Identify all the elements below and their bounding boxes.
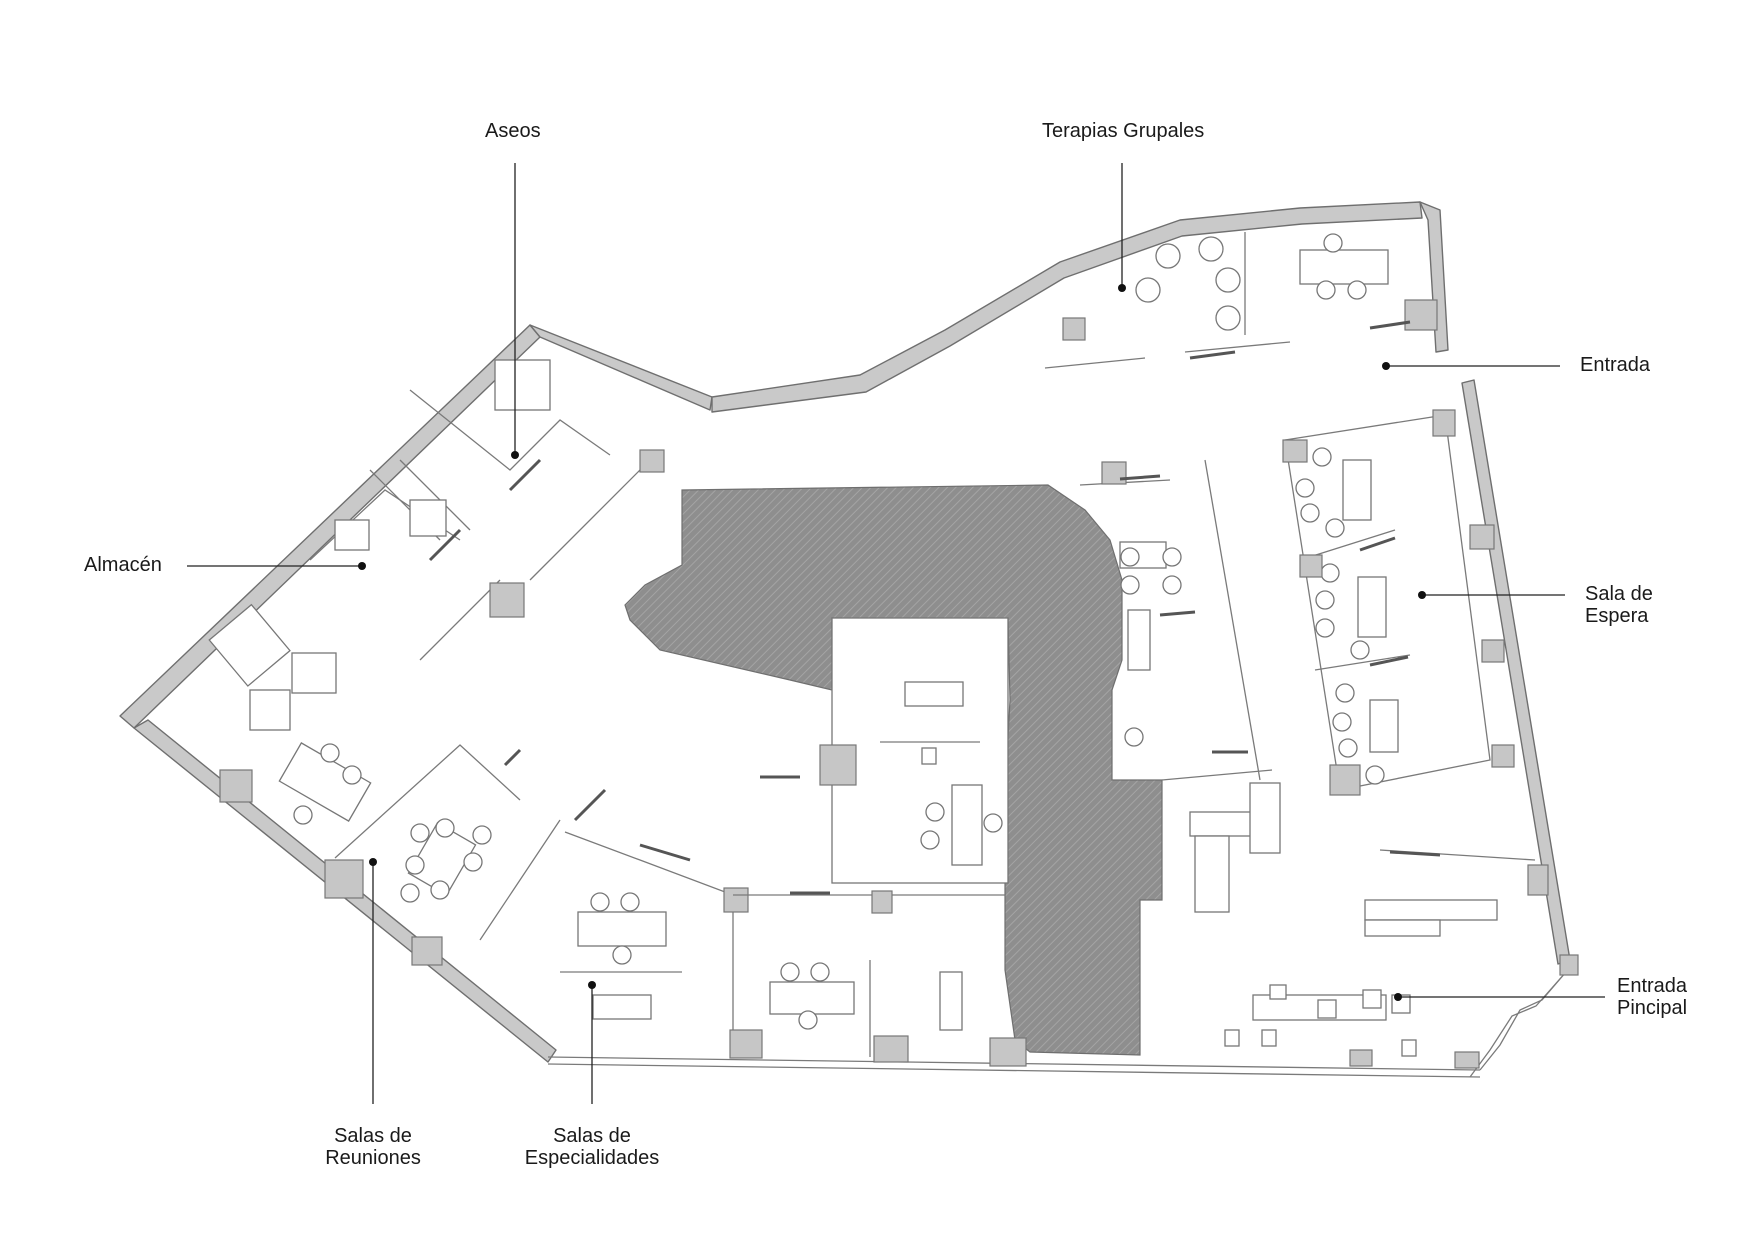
doors (428, 320, 1441, 895)
svg-text:Reuniones: Reuniones (325, 1147, 421, 1169)
inner-room (819, 617, 1009, 884)
label-aseos: Aseos (485, 120, 541, 459)
label-salas-de-especialidades: Salas de Especialidades (525, 981, 660, 1169)
label-salas-de-reuniones: Salas de Reuniones (325, 858, 421, 1169)
svg-text:Entrada: Entrada (1617, 975, 1688, 997)
label-terapias-grupales: Terapias Grupales (1042, 120, 1204, 292)
label-entrada: Entrada (1382, 354, 1651, 376)
label-entrada-principal: Entrada Pincipal (1394, 975, 1688, 1019)
interior-partitions (208, 232, 1579, 1069)
label-sala-de-espera: Sala de Espera (1418, 583, 1653, 627)
svg-text:Especialidades: Especialidades (525, 1147, 660, 1169)
svg-text:Salas de: Salas de (553, 1125, 631, 1147)
svg-text:Pincipal: Pincipal (1617, 997, 1687, 1019)
label-almacen: Almacén (84, 554, 366, 576)
svg-text:Aseos: Aseos (485, 120, 541, 142)
svg-text:Entrada: Entrada (1580, 354, 1651, 376)
svg-text:Espera: Espera (1585, 605, 1649, 627)
svg-text:Sala de: Sala de (1585, 583, 1653, 605)
svg-text:Terapias Grupales: Terapias Grupales (1042, 120, 1204, 142)
svg-text:Almacén: Almacén (84, 554, 162, 576)
svg-text:Salas de: Salas de (334, 1125, 412, 1147)
